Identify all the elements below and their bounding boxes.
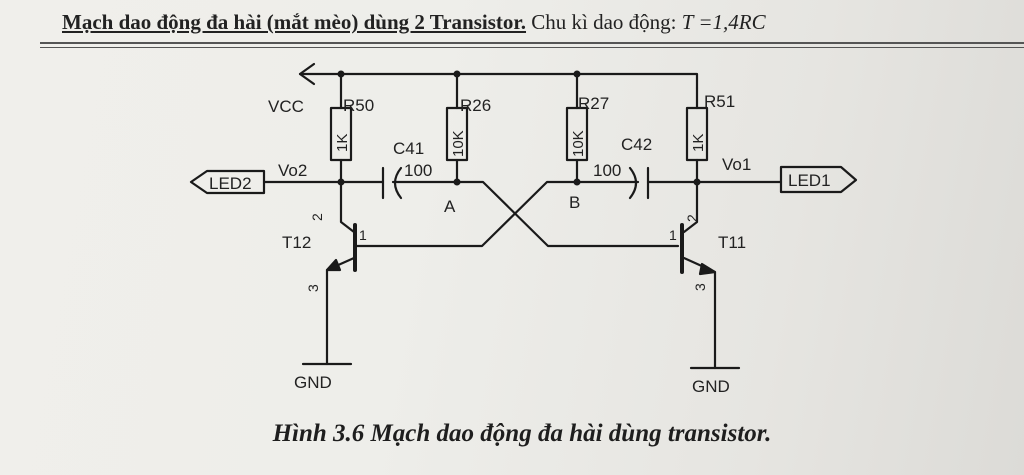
r26-body (445, 106, 469, 162)
t12-collector (339, 180, 356, 234)
t11-pin-emitter: 3 (692, 283, 708, 291)
r51-value-label: 1K (690, 134, 707, 152)
t12-emitter-arrow-icon (325, 258, 342, 272)
t12-pin-base: 1 (359, 227, 367, 243)
junction-dot (453, 70, 461, 78)
heading-period-formula: T =1,4RC (681, 10, 766, 34)
vo2-label: Vo2 (278, 161, 307, 180)
t12-pin-emitter: 3 (305, 284, 321, 292)
led1-label: LED1 (788, 171, 831, 190)
led1-connector (779, 165, 858, 194)
r50-body (329, 106, 353, 162)
vcc-arrow-icon (298, 62, 316, 86)
heading-title: Mạch dao động đa hài (mắt mèo) dùng 2 Tr… (62, 10, 527, 34)
c41-ref-label: C41 (393, 139, 424, 158)
r51-ref-label: R51 (704, 92, 735, 111)
cross-wire-a (455, 180, 680, 248)
vcc-label: VCC (268, 97, 304, 116)
vo1-label: Vo1 (722, 155, 751, 174)
c42-ref-label: C42 (621, 135, 652, 154)
heading-rule-bottom (40, 47, 1024, 48)
c42-plate-curved (628, 166, 638, 200)
junction-dot (573, 178, 581, 186)
heading-rule-top (40, 42, 1024, 44)
figure-caption: Hình 3.6 Mạch dao động đa hài dùng trans… (272, 420, 772, 447)
node-b-label: B (569, 193, 580, 212)
r50-value-label: 1K (334, 134, 351, 152)
c41-value-label: 100 (404, 161, 432, 180)
r27-value-label: 10K (570, 130, 587, 157)
r27-body (565, 106, 589, 162)
r27-ref-label: R27 (578, 94, 609, 113)
r26-ref-label: R26 (460, 96, 491, 115)
t11-pin-base: 1 (669, 227, 677, 243)
r51-body (685, 106, 709, 162)
t11-pin-collector: 2 (684, 214, 700, 222)
heading-period-label: Chu kì dao động: (531, 10, 677, 34)
cross-wire-b (355, 180, 579, 248)
t11-ref-label: T11 (718, 233, 746, 252)
t12-emitter (325, 256, 356, 366)
r50-ref-label: R50 (343, 96, 374, 115)
junction-dot (337, 178, 345, 186)
junction-dot (453, 178, 461, 186)
node-a-label: A (444, 197, 456, 216)
t12-ref-label: T12 (282, 233, 311, 252)
gnd-left-label: GND (294, 373, 332, 392)
led2-connector (189, 169, 266, 195)
r26-value-label: 10K (450, 130, 467, 157)
junction-dot (337, 70, 345, 78)
t11-emitter-arrow-icon (698, 262, 717, 276)
junction-dot (693, 178, 701, 186)
junction-dot (573, 70, 581, 78)
t12-pin-collector: 2 (309, 213, 325, 221)
vcc-rail (298, 72, 699, 90)
page-heading: Mạch dao động đa hài (mắt mèo) dùng 2 Tr… (62, 10, 766, 35)
t11-collector (682, 180, 699, 234)
led2-label: LED2 (209, 174, 252, 193)
gnd-right-label: GND (692, 377, 730, 396)
c42-value-label: 100 (593, 161, 621, 180)
